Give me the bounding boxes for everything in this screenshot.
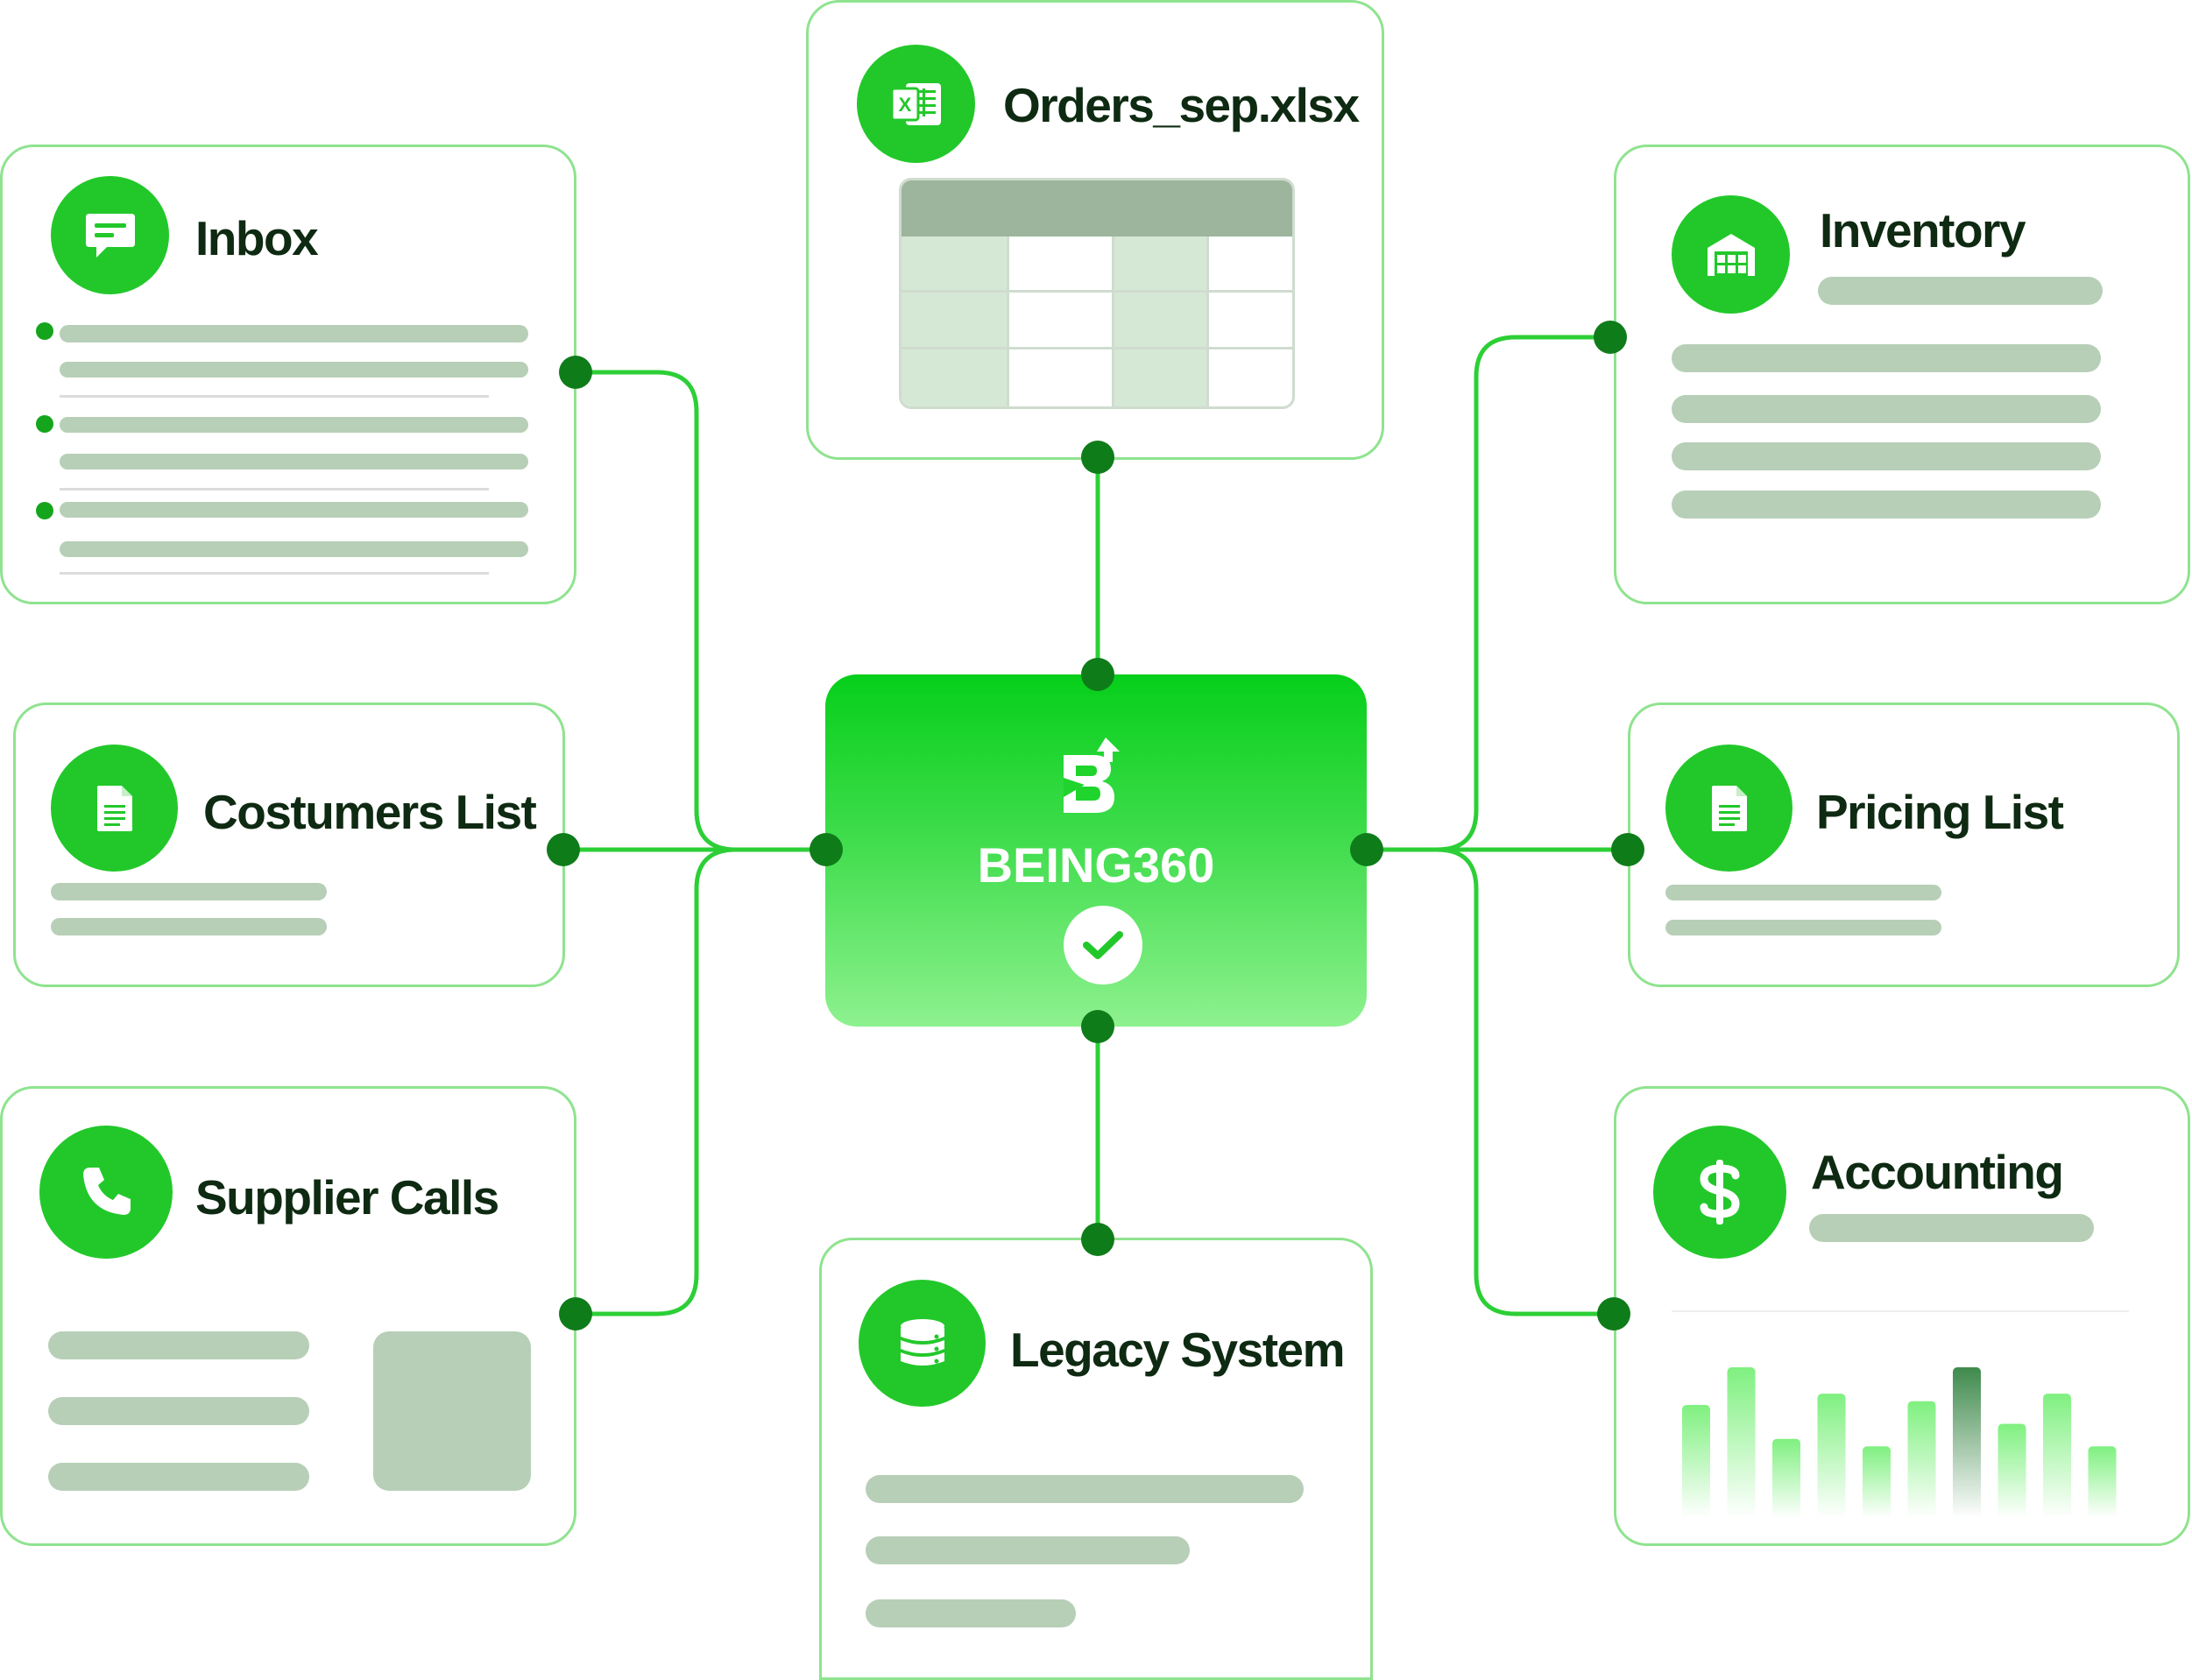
- chart-bar: [1863, 1446, 1891, 1518]
- placeholder-line: [60, 502, 528, 518]
- pricing-title: Pricing List: [1816, 785, 2064, 839]
- connector-node-customers: [547, 833, 580, 866]
- document-icon: [1665, 745, 1792, 872]
- spreadsheet-preview: [899, 178, 1295, 409]
- placeholder-line: [1672, 442, 2101, 470]
- connector-node-inbox: [559, 356, 592, 389]
- chart-bar: [1953, 1367, 1981, 1518]
- inbox-unread-dot: [36, 322, 53, 340]
- supplier-calls-card[interactable]: Supplier Calls: [0, 1086, 576, 1546]
- excel-icon: X: [857, 45, 975, 163]
- connector-inventory: [1367, 335, 1610, 852]
- chart-bar: [2088, 1446, 2117, 1518]
- connector-node-pricing: [1611, 833, 1644, 866]
- chart-baseline: [1672, 1310, 2129, 1312]
- connector-node-legacy: [1081, 1223, 1114, 1256]
- placeholder-line: [60, 362, 528, 378]
- accounting-bar-chart: [1682, 1367, 2117, 1518]
- connector-node-orders: [1081, 441, 1114, 474]
- hub-name: BEING360: [977, 837, 1215, 893]
- connector-node-hub-top: [1081, 658, 1114, 691]
- divider: [60, 395, 489, 398]
- connector-node-inventory: [1594, 321, 1627, 354]
- connector-supplier: [576, 847, 826, 1316]
- supplier-calls-title: Supplier Calls: [195, 1170, 499, 1225]
- inbox-card[interactable]: Inbox: [0, 145, 576, 604]
- placeholder-line: [60, 325, 528, 342]
- placeholder-line: [1672, 344, 2101, 372]
- connector-inbox: [576, 370, 826, 852]
- inbox-unread-dot: [36, 415, 53, 433]
- placeholder-line: [60, 417, 528, 433]
- placeholder-line: [1665, 920, 1941, 935]
- dollar-icon: [1653, 1126, 1786, 1259]
- placeholder-image: [373, 1331, 531, 1491]
- inventory-card[interactable]: Inventory: [1614, 145, 2190, 604]
- legacy-system-card[interactable]: Legacy System: [819, 1238, 1373, 1680]
- chart-bar: [1772, 1438, 1800, 1518]
- chart-bar: [1998, 1423, 2026, 1518]
- connector-node-hub-left: [810, 833, 843, 866]
- placeholder-line: [51, 918, 327, 935]
- accounting-title: Accounting: [1811, 1145, 2064, 1199]
- customers-title: Costumers List: [203, 785, 537, 839]
- pricing-card[interactable]: Pricing List: [1628, 702, 2180, 987]
- connector-node-supplier: [559, 1297, 592, 1331]
- divider: [60, 572, 489, 575]
- placeholder-line: [51, 883, 327, 900]
- placeholder-line: [866, 1599, 1076, 1627]
- chart-bar: [1907, 1401, 1936, 1518]
- placeholder-line: [60, 454, 528, 469]
- connector-node-accounting: [1597, 1297, 1630, 1331]
- connector-accounting: [1367, 847, 1614, 1316]
- placeholder-line: [48, 1331, 309, 1359]
- placeholder-line: [1665, 885, 1941, 900]
- chart-bar: [1682, 1405, 1710, 1518]
- accounting-card[interactable]: Accounting: [1614, 1086, 2190, 1546]
- placeholder-line: [1818, 277, 2103, 305]
- chart-bar: [2043, 1394, 2071, 1518]
- document-icon: [51, 745, 178, 872]
- warehouse-icon: [1672, 195, 1790, 314]
- inbox-title: Inbox: [195, 211, 319, 265]
- connector-node-hub-right: [1350, 833, 1383, 866]
- placeholder-line: [1672, 491, 2101, 519]
- placeholder-line: [60, 541, 528, 557]
- database-icon: [859, 1280, 986, 1407]
- placeholder-line: [1672, 395, 2101, 423]
- placeholder-line: [866, 1536, 1190, 1564]
- divider: [60, 488, 489, 491]
- check-icon: [1064, 906, 1142, 985]
- connector-node-hub-bottom: [1081, 1010, 1114, 1043]
- placeholder-line: [48, 1463, 309, 1491]
- orders-title: Orders_sep.xlsx: [1003, 78, 1360, 132]
- phone-icon: [39, 1126, 173, 1259]
- being360-logo-icon: [1064, 738, 1120, 813]
- placeholder-line: [48, 1397, 309, 1425]
- legacy-system-title: Legacy System: [1010, 1323, 1346, 1377]
- placeholder-line: [1809, 1214, 2094, 1242]
- orders-card[interactable]: X Orders_sep.xlsx: [806, 0, 1384, 460]
- chart-bar: [1727, 1367, 1756, 1518]
- chat-bubble-icon: [51, 176, 169, 294]
- svg-text:X: X: [898, 94, 911, 116]
- chart-bar: [1817, 1394, 1846, 1518]
- inbox-unread-dot: [36, 502, 53, 519]
- placeholder-line: [866, 1475, 1304, 1503]
- being360-hub[interactable]: BEING360: [825, 674, 1367, 1027]
- customers-card[interactable]: Costumers List: [13, 702, 565, 987]
- inventory-title: Inventory: [1820, 203, 2026, 258]
